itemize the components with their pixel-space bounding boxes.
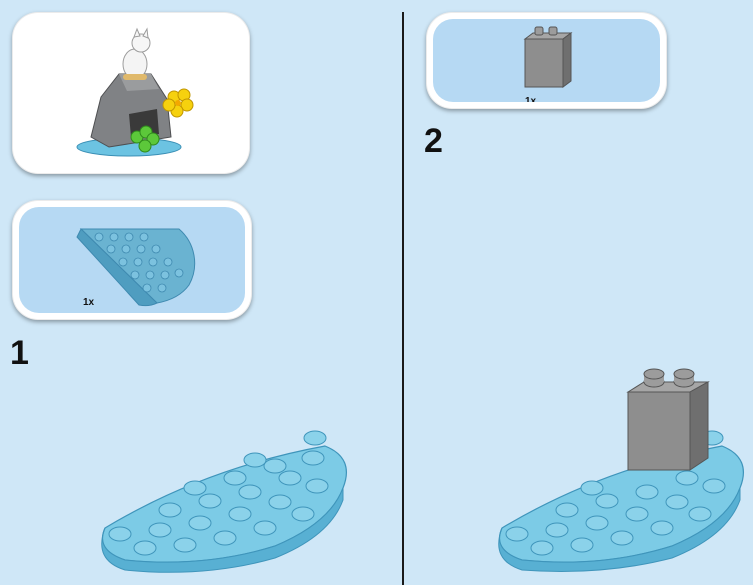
step-number: 2 [424, 122, 443, 160]
step-2-plate-with-brick [498, 368, 744, 572]
quarter-round-plate-part [76, 228, 196, 307]
step-number: 1 [10, 334, 29, 372]
page-divider [402, 12, 404, 585]
completed-model-illustration [76, 27, 194, 157]
part-quantity: 1x [525, 96, 537, 102]
part-quantity: 1x [83, 297, 95, 308]
step-1-quarter-round-plate [101, 430, 347, 573]
parts-callout-background: 1x [433, 19, 660, 102]
parts-callout-step-1: 1x [12, 200, 252, 320]
parts-callout-step-2: 1x [426, 12, 667, 109]
parts-callout-background: 1x [19, 207, 245, 313]
gray-brick-part [523, 26, 573, 88]
model-preview-panel [12, 12, 250, 174]
model-preview-area [19, 19, 243, 167]
